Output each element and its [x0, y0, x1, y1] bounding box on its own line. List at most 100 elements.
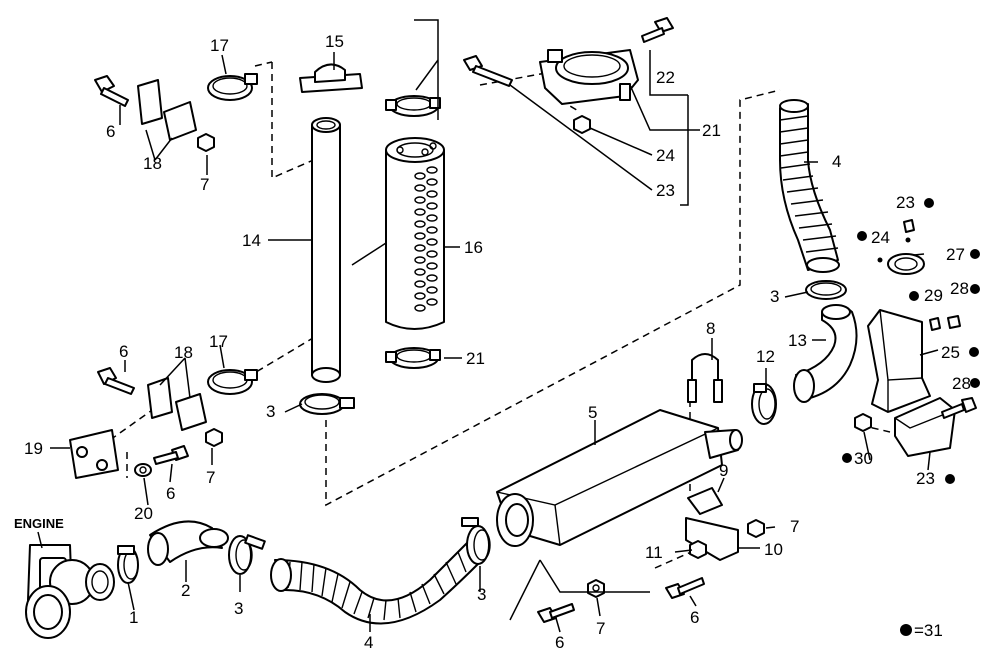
callout-4: 4 — [364, 633, 373, 652]
engine-label: ENGINE — [14, 516, 64, 531]
callout-19: 19 — [24, 439, 43, 458]
callout-8: 8 — [706, 319, 715, 338]
callout-16: 16 — [464, 238, 483, 257]
bracket-10 — [685, 517, 739, 561]
callout-23: 23 — [896, 193, 915, 212]
callout-6: 6 — [106, 122, 115, 141]
clamp-21-top — [385, 95, 441, 117]
callout-24: 24 — [656, 146, 675, 165]
bracket-25 — [867, 309, 931, 413]
bolt-23-top — [463, 55, 513, 87]
callout-14: 14 — [242, 231, 261, 250]
bolt-6-top — [94, 75, 129, 107]
marker-31-dots — [842, 198, 980, 636]
callout-17: 17 — [209, 332, 228, 351]
callout-22: 22 — [656, 68, 675, 87]
callout-15: 15 — [325, 32, 344, 51]
callout-29: 29 — [924, 286, 943, 305]
flex-hose-4-lower — [270, 539, 481, 625]
bracket-23-right — [894, 397, 956, 457]
nut-24-top — [573, 115, 591, 134]
rain-cap-15 — [299, 63, 363, 93]
elbow-pipe-13 — [793, 304, 858, 403]
nut-11 — [689, 540, 707, 559]
legend-marker — [900, 624, 912, 636]
clamp-1 — [117, 545, 139, 584]
bracket-9 — [687, 487, 723, 515]
leader-lines — [50, 19, 939, 633]
callout-9: 9 — [719, 461, 728, 480]
bolt-28-top — [947, 315, 961, 329]
nut-30 — [854, 413, 872, 432]
callout-11: 11 — [645, 543, 663, 562]
nut-7-lower — [587, 579, 605, 598]
callout-12: 12 — [756, 347, 775, 366]
clamp-17-mid — [207, 369, 258, 395]
nut-7-top — [197, 133, 215, 152]
mounting-ring-21 — [539, 49, 639, 105]
callout-6: 6 — [690, 608, 699, 627]
callout-2: 2 — [181, 581, 190, 600]
callout-7: 7 — [596, 619, 605, 638]
callout-10: 10 — [764, 540, 783, 559]
muffler-5 — [496, 409, 743, 547]
callout-24: 24 — [871, 228, 890, 247]
callout-1: 1 — [129, 608, 138, 627]
nut-7-left — [205, 428, 223, 447]
callout-21: 21 — [466, 349, 485, 368]
callout-20: 20 — [134, 504, 153, 523]
bolt-6-lower — [537, 603, 575, 623]
clamp-3-lower-left — [228, 534, 266, 575]
heat-shield-holes — [414, 166, 438, 312]
bolt-6-left — [153, 445, 189, 465]
callout-23: 23 — [656, 181, 675, 200]
flex-hose-4-upper — [779, 99, 840, 273]
callout-7: 7 — [206, 468, 215, 487]
callout-30: 30 — [854, 449, 873, 468]
bracket-19 — [69, 429, 119, 479]
tailpipe-14 — [311, 117, 341, 383]
callout-3: 3 — [770, 287, 779, 306]
callout-28: 28 — [950, 279, 969, 298]
callout-6: 6 — [119, 342, 128, 361]
bolt-6-mid — [97, 367, 135, 395]
callout-25: 25 — [941, 343, 960, 362]
clamp-3-tailpipe — [299, 393, 355, 415]
callout-4: 4 — [832, 152, 841, 171]
elbow-pipe-2 — [147, 520, 229, 566]
callout-18: 18 — [174, 343, 193, 362]
washer-20 — [134, 463, 152, 477]
bolt-6-bracket — [665, 577, 705, 599]
callout-17: 17 — [210, 36, 229, 55]
bolt-28-right — [941, 397, 977, 419]
callout-23: 23 — [916, 469, 935, 488]
callout-28: 28 — [952, 374, 971, 393]
legend-text: =31 — [914, 621, 943, 640]
callout-27: 27 — [946, 245, 965, 264]
clamp-12 — [751, 383, 777, 425]
bolt-29 — [929, 317, 941, 331]
clamp-3-right — [805, 280, 847, 300]
callout-3: 3 — [477, 585, 486, 604]
callout-5: 5 — [588, 403, 597, 422]
bracket-18-top — [137, 79, 197, 141]
callout-13: 13 — [788, 331, 807, 350]
callout-6: 6 — [166, 484, 175, 503]
callout-3: 3 — [266, 402, 275, 421]
callout-3: 3 — [234, 599, 243, 618]
callout-18: 18 — [143, 154, 162, 173]
callout-7: 7 — [200, 175, 209, 194]
u-bolt-8 — [687, 353, 723, 403]
engine-turbo — [25, 544, 115, 639]
bracket-18-mid — [147, 377, 207, 431]
bolt-22 — [641, 17, 674, 43]
gasket-27 — [887, 253, 925, 275]
callouts: 1 2 3 3 3 3 4 4 5 6 6 6 6 6 7 7 7 7 8 9 … — [24, 32, 971, 652]
clamp-17-top — [207, 73, 258, 101]
callout-21: 21 — [702, 121, 721, 140]
clamp-21-bottom — [385, 347, 441, 369]
heat-shield-16 — [385, 137, 445, 330]
clamp-3-muffler — [461, 517, 491, 565]
